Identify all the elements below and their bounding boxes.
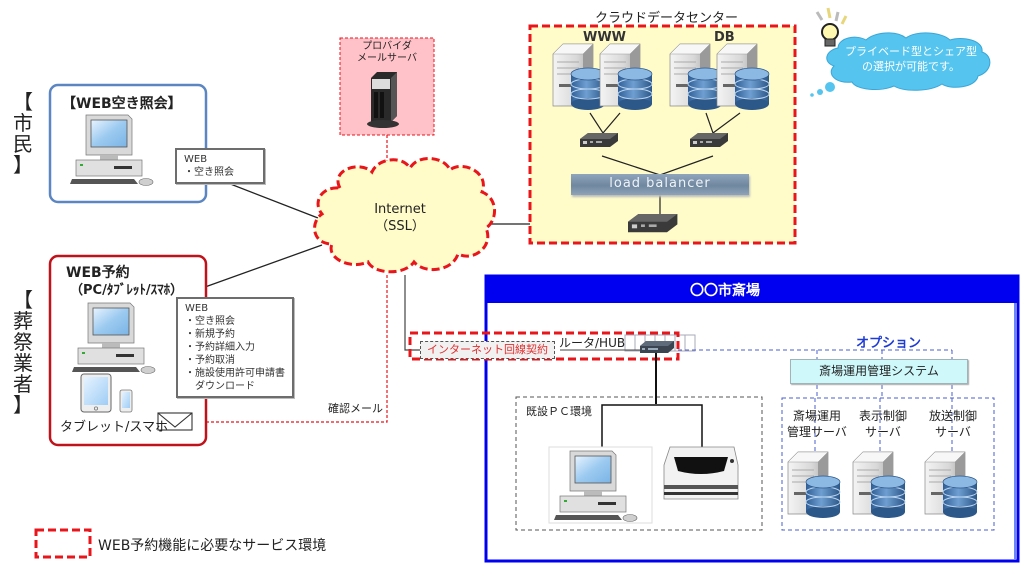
legend-label: WEB予約機能に必要なサービス環境 (98, 538, 327, 554)
citizen-box-title: 【WEB空き照会】 (62, 96, 182, 112)
bracket-close: 】 (13, 393, 33, 417)
bracket-close: 】 (13, 153, 33, 177)
www-switch-icon (580, 133, 618, 147)
side-char: 業 (13, 351, 33, 375)
server-label-hall-management: 斎場運用 管理サーバ (784, 408, 850, 440)
citizen-feature-list: WEB ・空き照会 (175, 148, 265, 184)
hall-management-system: 斎場運用管理システム (790, 359, 968, 384)
facility-header-bar (486, 276, 1018, 303)
confirmation-mail-label: 確認メール (328, 402, 383, 415)
server-label-line: 管理サーバ (787, 425, 847, 439)
vendor-feature-list: WEB ・空き照会 ・新規予約 ・予約詳細入力 ・予約取消 ・施設使用許可申請書… (176, 297, 294, 398)
internet-label: Internet （SSL） (360, 201, 440, 235)
citizen-side-label: 【 市 民 】 (12, 92, 34, 176)
server-label-line: 斎場運用 (792, 409, 841, 423)
existing-pc-scope (515, 396, 763, 531)
server-label-line: 表示制御 (858, 409, 907, 423)
load-balancer: load balancer (571, 174, 749, 195)
vendor-box-title: WEB予約 (66, 265, 130, 281)
router-hub-icon (640, 341, 674, 353)
feature-item: ・施設使用許可申請書 (185, 368, 285, 379)
provider-mail-label: プロバイダ メールサーバ (340, 41, 434, 65)
tablet-icon (80, 373, 112, 413)
gateway-router-icon (628, 214, 678, 233)
printer-icon (663, 446, 739, 500)
tip-cloud-bubble (810, 32, 991, 97)
internet-cloud-icon (313, 157, 496, 274)
server-label-broadcast-control: 放送制御 サーバ (920, 408, 986, 440)
side-char: 者 (13, 372, 33, 396)
internet-contract-scope (408, 331, 680, 361)
legend-swatch (34, 528, 92, 559)
www-label: WWW (583, 30, 627, 45)
side-char: 葬 (13, 309, 33, 333)
mail-envelope-icon (157, 412, 193, 431)
option-servers-scope (781, 397, 995, 531)
bracket-open: 【 (13, 288, 33, 312)
feature-item: ダウンロード (185, 381, 255, 392)
existing-pc-label: 既設ＰＣ環境 (526, 405, 592, 418)
link-internet-to-contract (404, 275, 420, 351)
side-char: 民 (13, 132, 33, 156)
server-label-line: サーバ (935, 425, 971, 439)
lightbulb-icon (815, 7, 848, 47)
db-switch-icon (690, 133, 728, 147)
provider-label-line: プロバイダ (362, 41, 412, 52)
device-label: タブレット/スマホ (60, 420, 168, 435)
feature-title: WEB (184, 154, 208, 165)
server-label-display-control: 表示制御 サーバ (850, 408, 916, 440)
cloud-datacenter-title: クラウドデータセンター (595, 11, 739, 26)
server-label-line: 放送制御 (928, 409, 977, 423)
feature-item: ・空き照会 (185, 316, 235, 327)
feature-item: ・新規予約 (185, 329, 235, 340)
internet-label-line: （SSL） (375, 219, 425, 234)
tower-server-icon (367, 72, 399, 128)
confirmation-mail-line (195, 275, 388, 423)
facility-header: 〇〇市斎場 (690, 283, 760, 299)
tip-line: の選択が可能です。 (862, 60, 960, 73)
smartphone-icon (119, 389, 133, 413)
option-label: オプション (856, 336, 922, 351)
server-label-line: サーバ (865, 425, 901, 439)
vendor-box-subtitle: （PC/ﾀﾌﾞﾚｯﾄ/ｽﾏﾎ） (70, 283, 184, 298)
vendor-side-label: 【 葬 祭 業 者 】 (12, 290, 34, 416)
feature-title: WEB (185, 303, 209, 314)
side-char: 市 (13, 111, 33, 135)
feature-item: ・予約取消 (185, 355, 235, 366)
tip-line: プライベード型とシェア型 (845, 45, 977, 58)
internet-contract-label: インターネット回線契約 (420, 341, 555, 359)
side-char: 祭 (13, 330, 33, 354)
internet-label-line: Internet (374, 202, 426, 217)
provider-label-line: メールサーバ (357, 53, 417, 64)
feature-item: ・空き照会 (184, 167, 234, 178)
bracket-open: 【 (13, 90, 33, 114)
router-hub-label: ルータ/HUB (559, 336, 626, 350)
tip-text: プライベード型とシェア型 の選択が可能です。 (838, 44, 984, 74)
db-label: DB (714, 30, 735, 45)
feature-item: ・予約詳細入力 (185, 342, 255, 353)
